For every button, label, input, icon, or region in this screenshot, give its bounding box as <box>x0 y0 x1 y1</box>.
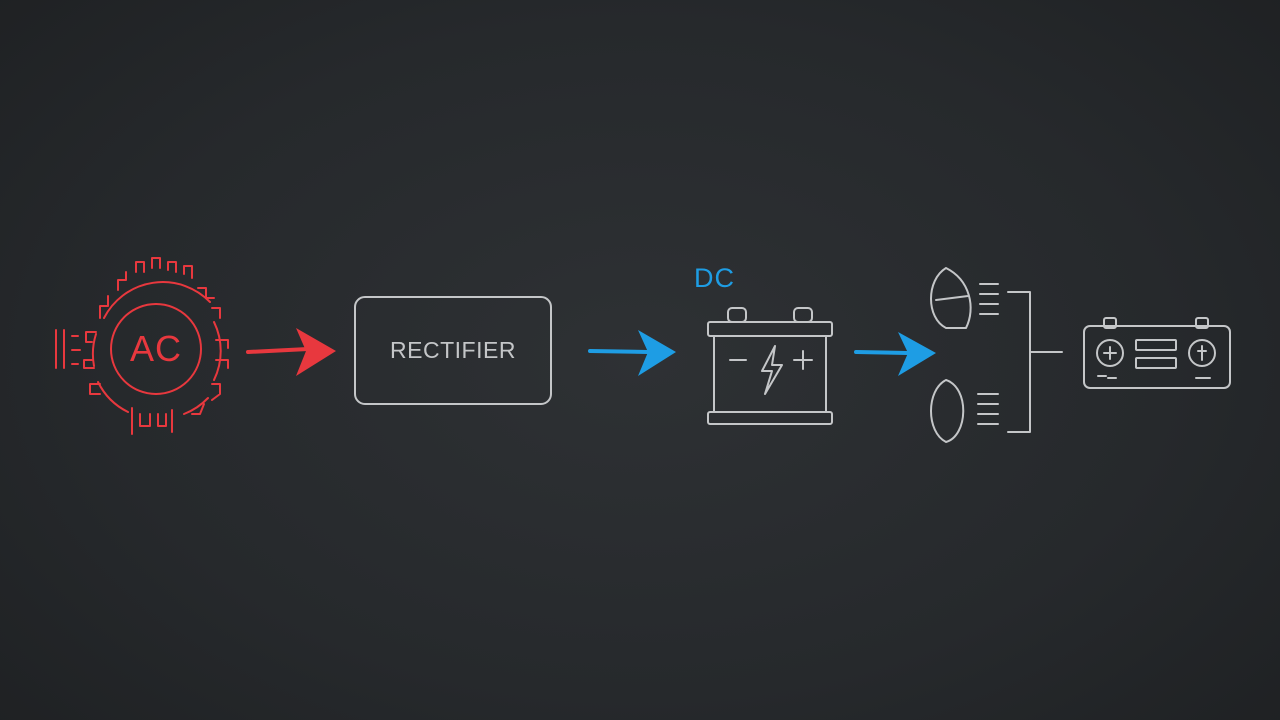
load-bracket <box>1007 291 1063 433</box>
ac-generator-icon <box>55 257 229 435</box>
battery-bolt <box>761 345 783 395</box>
panel-gauge-right-mark <box>1197 345 1207 361</box>
panel-gauge-right <box>1188 339 1216 367</box>
battery-lid <box>707 321 833 337</box>
panel-body <box>1083 325 1231 389</box>
instrument-panel-icon <box>1083 317 1231 389</box>
arrow-dc-to-loads <box>854 332 936 376</box>
battery-plus-sign <box>793 350 813 370</box>
generator-side-bars <box>55 329 81 369</box>
panel-display-top <box>1135 339 1177 351</box>
arrow-rectifier-to-dc <box>588 330 676 376</box>
generator-outer-ring <box>91 281 222 415</box>
arrow-ac-head <box>296 328 336 376</box>
loads-group <box>930 267 1063 443</box>
panel-display-bottom <box>1135 357 1177 369</box>
panel-tab-left <box>1103 317 1117 329</box>
panel-gauge-left <box>1096 339 1124 367</box>
generator-gear-outline <box>83 257 229 415</box>
dc-label: DC <box>694 263 735 293</box>
arrow-dc1-shaft <box>588 349 650 354</box>
generator-base-terminals <box>131 407 173 435</box>
battery-base <box>707 411 833 425</box>
ac-label: AC <box>129 328 182 369</box>
battery-icon <box>707 307 833 425</box>
high-beam-rays <box>979 283 999 315</box>
low-beam-lamp <box>930 379 965 443</box>
panel-indicators <box>1097 375 1211 379</box>
arrow-ac-shaft <box>246 347 310 354</box>
high-beam-lamp <box>930 267 972 329</box>
battery-terminal-left <box>727 307 747 323</box>
rectifier-box: RECTIFIER <box>354 296 552 405</box>
arrow-dc2-head <box>898 332 936 376</box>
panel-gauge-left-plus <box>1103 346 1117 360</box>
ac-inner-circle <box>110 303 202 395</box>
low-beam-rays <box>977 393 999 425</box>
battery-terminal-right <box>793 307 813 323</box>
arrow-dc2-shaft <box>854 350 910 355</box>
headlight-low-beam-icon <box>930 379 999 443</box>
rectifier-label: RECTIFIER <box>390 337 516 363</box>
headlight-high-beam-icon <box>930 267 999 329</box>
arrow-ac-to-rectifier <box>246 328 336 376</box>
arrow-dc1-head <box>638 330 676 376</box>
panel-tab-right <box>1195 317 1209 329</box>
battery-body <box>713 335 827 413</box>
